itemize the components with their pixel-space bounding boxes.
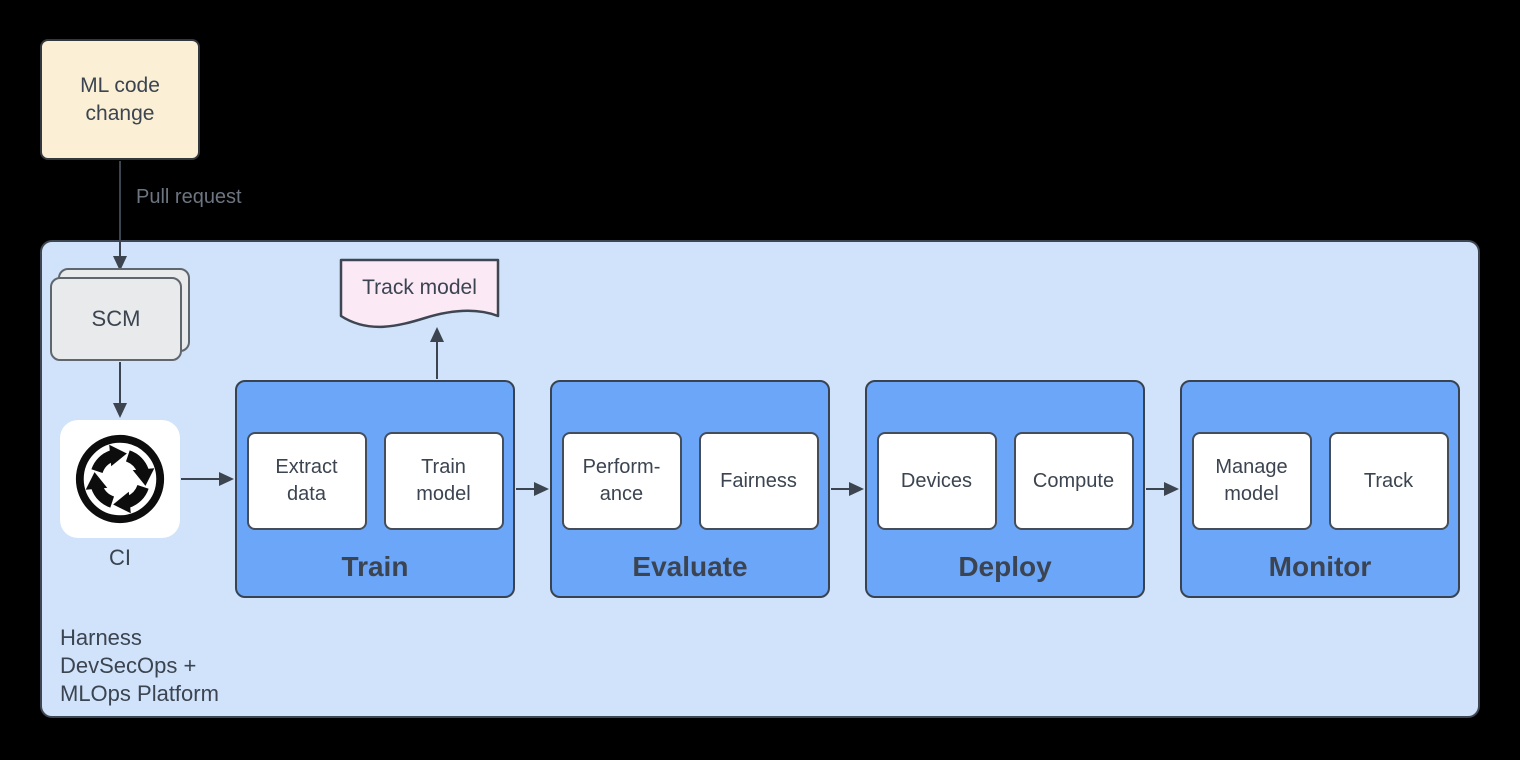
- stage-deploy-label: Deploy: [958, 551, 1052, 582]
- stage-deploy: Devices Compute Deploy: [865, 380, 1145, 598]
- document-shape: [339, 258, 500, 329]
- stage-deploy-items: Devices Compute: [867, 432, 1143, 530]
- stage-train: Extract data Train model Train: [235, 380, 515, 598]
- stage-evaluate: Perform- ance Fairness Evaluate: [550, 380, 830, 598]
- ml-code-change-node: ML code change: [40, 39, 200, 160]
- stage-item-compute: Compute: [1013, 432, 1134, 530]
- ci-cycle-icon: [75, 434, 165, 524]
- ci-node-label: CI: [109, 545, 131, 570]
- stage-evaluate-items: Perform- ance Fairness: [552, 432, 828, 530]
- stage-train-label: Train: [341, 551, 409, 582]
- stage-monitor-label: Monitor: [1268, 551, 1372, 582]
- stage-monitor-items: Manage model Track: [1182, 432, 1458, 530]
- scm-node: SCM: [50, 277, 182, 361]
- stage-evaluate-label: Evaluate: [632, 551, 748, 582]
- stage-item-manage-model: Manage model: [1191, 432, 1312, 530]
- pull-request-label: Pull request: [136, 186, 242, 208]
- stage-item-devices: Devices: [876, 432, 997, 530]
- stage-item-fairness: Fairness: [698, 432, 819, 530]
- platform-label: Harness DevSecOps + MLOps Platform: [60, 625, 219, 706]
- track-model-label: Track model: [362, 276, 477, 299]
- stage-monitor: Manage model Track Monitor: [1180, 380, 1460, 598]
- scm-label: SCM: [91, 306, 141, 331]
- stage-item-train-model: Train model: [383, 432, 504, 530]
- stage-train-items: Extract data Train model: [237, 432, 513, 530]
- stage-item-performance: Perform- ance: [561, 432, 682, 530]
- stage-item-track: Track: [1328, 432, 1449, 530]
- track-model-node: Track model: [339, 258, 500, 334]
- stage-item-extract-data: Extract data: [246, 432, 367, 530]
- ci-node: [60, 420, 180, 538]
